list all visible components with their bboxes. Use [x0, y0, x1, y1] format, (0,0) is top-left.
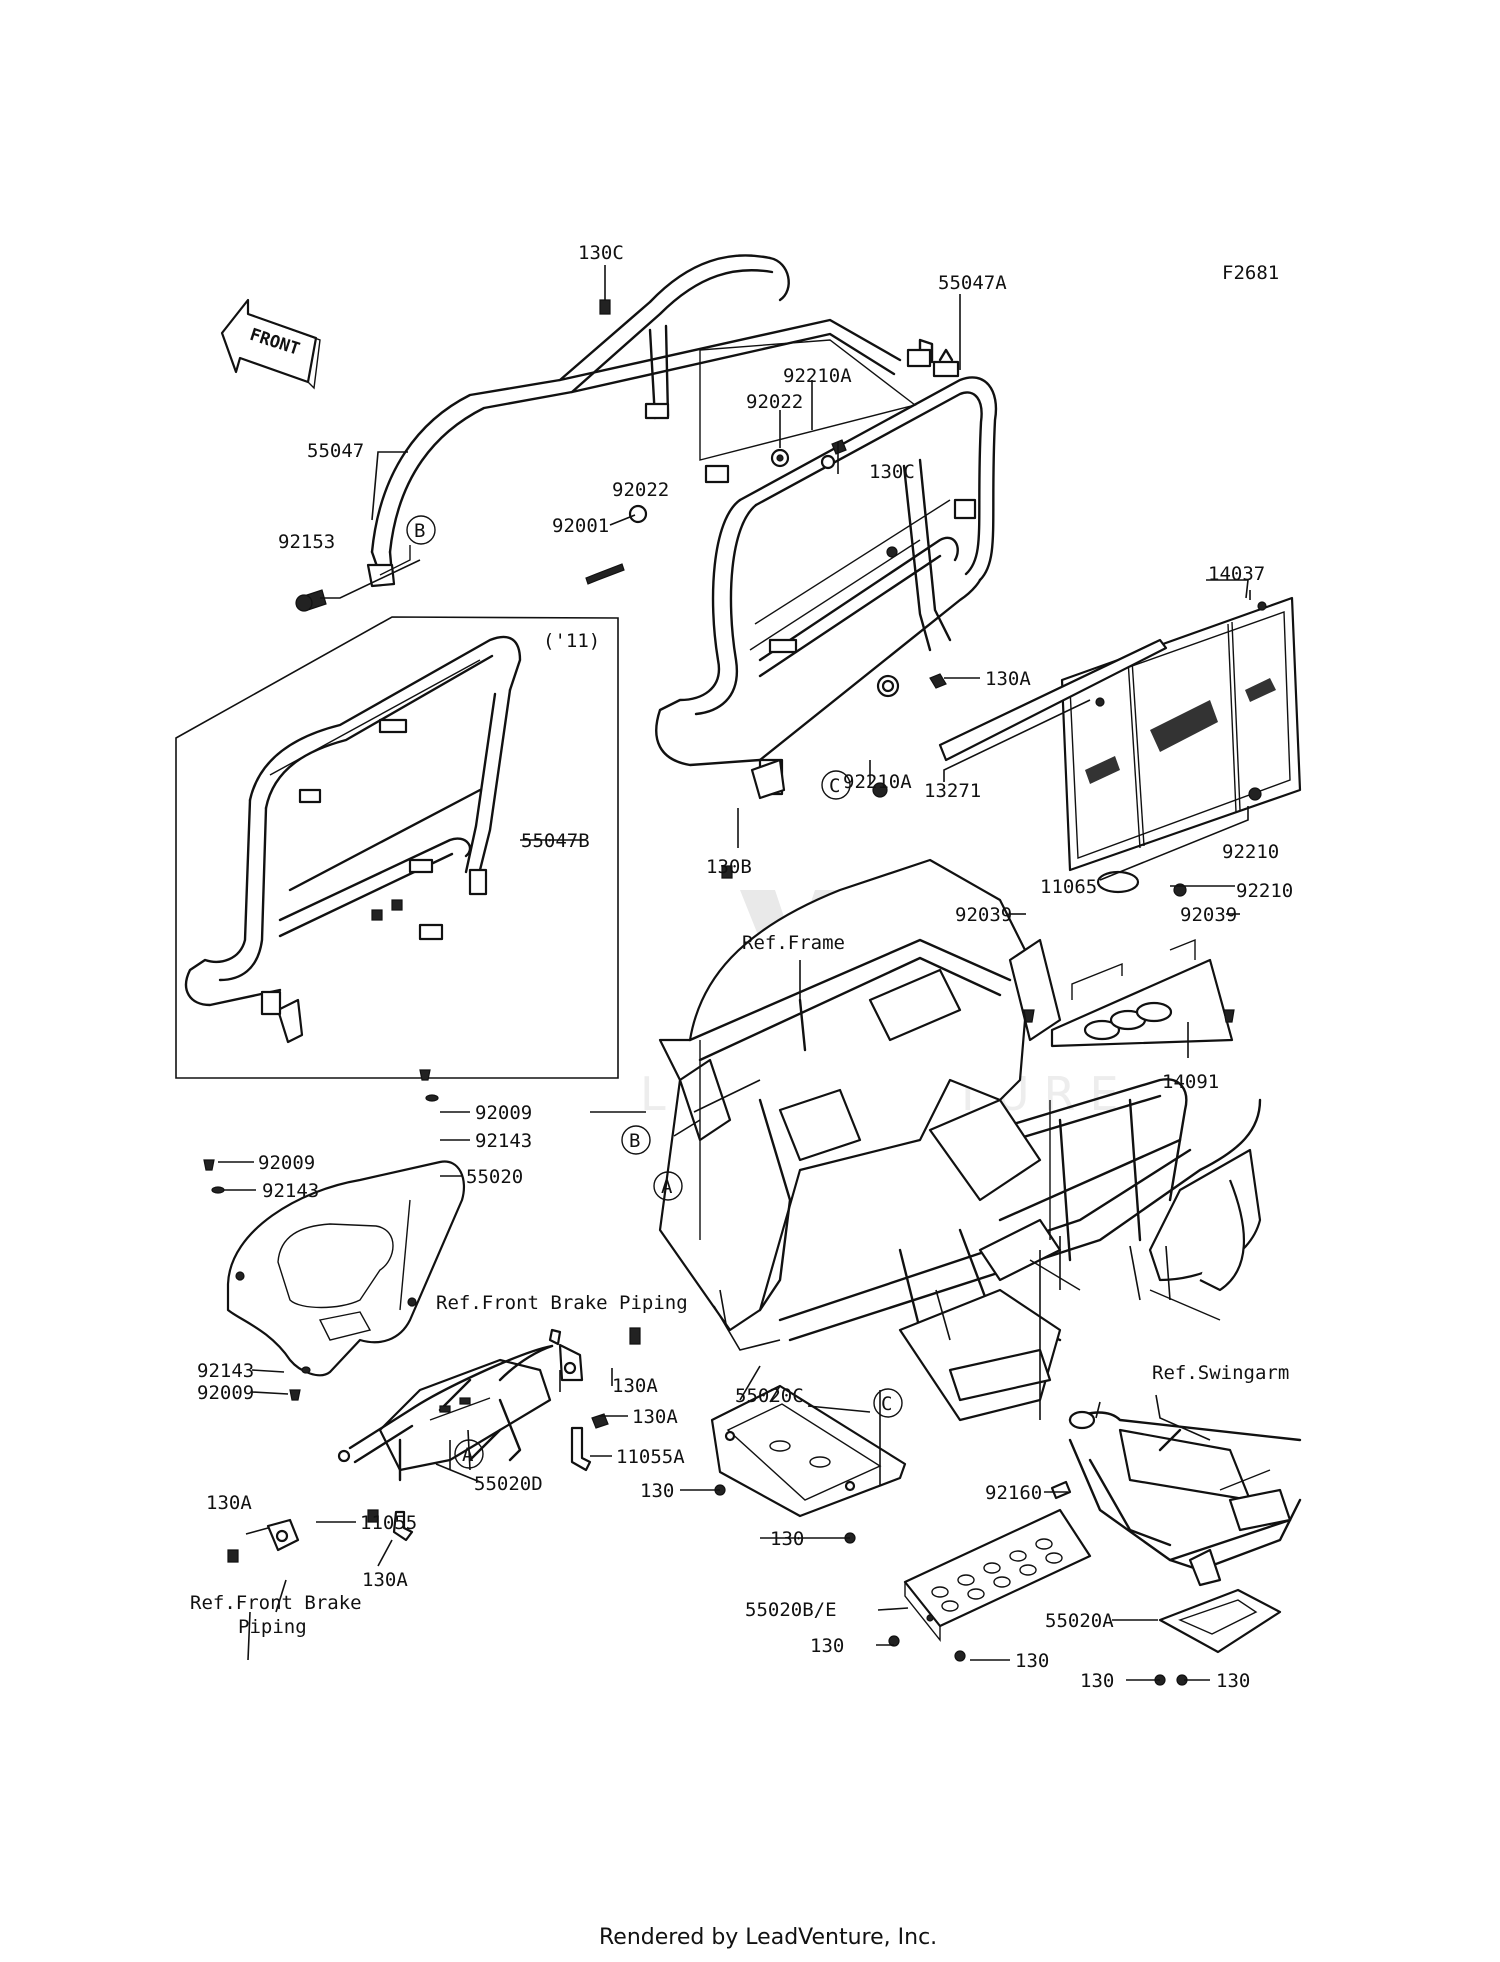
bracket-11055A: [570, 1426, 592, 1472]
footer-credit: Rendered by LeadVenture, Inc.: [599, 1925, 937, 1950]
callout-11065: 11065: [1040, 876, 1097, 898]
svg-text:A: A: [661, 1176, 673, 1198]
variant-box-55047B: ('11): [175, 616, 619, 1079]
svg-text:B: B: [629, 1130, 640, 1152]
circle-marker-C-frame: C: [873, 1388, 903, 1418]
callout-11055: 11055: [360, 1512, 417, 1534]
cap-11065: [1096, 870, 1140, 894]
fasteners: [203, 299, 1235, 1686]
rear-guard-55047A: [655, 348, 998, 800]
net-14037: [1060, 596, 1302, 872]
circle-marker-B-frame: B: [621, 1125, 651, 1155]
leader-lines: [218, 265, 1251, 1681]
callout-92153: 92153: [278, 531, 335, 553]
callout-92001: 92001: [552, 515, 609, 537]
callout-130-e: 130: [1080, 1670, 1114, 1692]
callout-92009-top: 92009: [475, 1102, 532, 1124]
circle-marker-A-bumper: A: [454, 1439, 484, 1469]
callout-92143-left: 92143: [262, 1180, 319, 1202]
ref-front-brake-piping-bottom-line2: Piping: [238, 1616, 307, 1638]
callout-130C-top: 130C: [578, 242, 624, 264]
callout-130A-d: 130A: [362, 1569, 408, 1591]
callout-130A-b: 130A: [632, 1406, 678, 1428]
callout-92210-a: 92210: [1222, 841, 1279, 863]
callout-130-d: 130: [1015, 1650, 1049, 1672]
callout-92210A-mid: 92210A: [843, 771, 912, 793]
diagram-code: F2681: [1222, 262, 1279, 284]
callout-92022-mid: 92022: [612, 479, 669, 501]
swingarm-ref: [1068, 1410, 1302, 1587]
ref-front-brake-piping-top: Ref.Front Brake Piping: [436, 1292, 688, 1314]
ref-frame-label: Ref.Frame: [742, 932, 845, 954]
svg-text:C: C: [881, 1393, 892, 1415]
svg-text:C: C: [829, 775, 840, 797]
callout-130B: 130B: [706, 856, 752, 878]
callout-130-b: 130: [770, 1528, 804, 1550]
front-cover-55020: [226, 1160, 466, 1377]
ref-front-brake-piping-bottom-line1: Ref.Front Brake: [190, 1592, 362, 1614]
svg-text:A: A: [462, 1444, 474, 1466]
callout-55020D: 55020D: [474, 1473, 543, 1495]
callout-14091: 14091: [1162, 1071, 1219, 1093]
callout-130A-a: 130A: [612, 1375, 658, 1397]
skid-plate-55020BE: [903, 1508, 1092, 1643]
callout-92009-left: 92009: [258, 1152, 315, 1174]
main-frame: [658, 858, 1262, 1422]
circle-marker-B-top: B: [406, 515, 436, 545]
callout-92039-right: 92039: [1180, 904, 1237, 926]
callout-55020C: 55020C: [735, 1385, 804, 1407]
callout-92143-top: 92143: [475, 1130, 532, 1152]
pad-92160: [1050, 1480, 1072, 1500]
callout-55020A: 55020A: [1045, 1610, 1114, 1632]
callout-55020B-E: 55020B/E: [745, 1599, 837, 1621]
callout-92039-left: 92039: [955, 904, 1012, 926]
callout-13271: 13271: [924, 780, 981, 802]
panel-14091: [1050, 938, 1234, 1048]
callout-55047B: 55047B: [521, 830, 590, 852]
callout-92022-top: 92022: [746, 391, 803, 413]
callout-92143-low: 92143: [197, 1360, 254, 1382]
circle-marker-C-mid: C: [821, 770, 851, 800]
callout-130A-c: 130A: [206, 1492, 252, 1514]
bracket-11055: [392, 1510, 414, 1542]
callout-11055A: 11055A: [616, 1446, 685, 1468]
skid-plate-55020A: [1158, 1588, 1282, 1654]
front-arrow-icon: FRONT: [220, 298, 321, 390]
svg-text:B: B: [414, 520, 425, 542]
callout-92210A-top: 92210A: [783, 365, 852, 387]
callout-55047A: 55047A: [938, 272, 1007, 294]
callout-130A-mid: 130A: [985, 668, 1031, 690]
callout-92160: 92160: [985, 1482, 1042, 1504]
callout-130C-mid: 130C: [869, 461, 915, 483]
ref-swingarm-label: Ref.Swingarm: [1152, 1362, 1289, 1384]
circle-marker-A-frame: A: [653, 1171, 683, 1201]
callout-55020: 55020: [466, 1166, 523, 1188]
callout-92009-low: 92009: [197, 1382, 254, 1404]
callout-130-f: 130: [1216, 1670, 1250, 1692]
rear-guard-55047: [366, 254, 934, 588]
callout-130-c: 130: [810, 1635, 844, 1657]
callout-130-a: 130: [640, 1480, 674, 1502]
front-bumper-55020D: [337, 1328, 584, 1482]
callout-92210-b: 92210: [1236, 880, 1293, 902]
callout-55047: 55047: [307, 440, 364, 462]
callout-14037: 14037: [1208, 563, 1265, 585]
strip-13271: [938, 638, 1168, 762]
variant-note: ('11): [543, 630, 600, 652]
